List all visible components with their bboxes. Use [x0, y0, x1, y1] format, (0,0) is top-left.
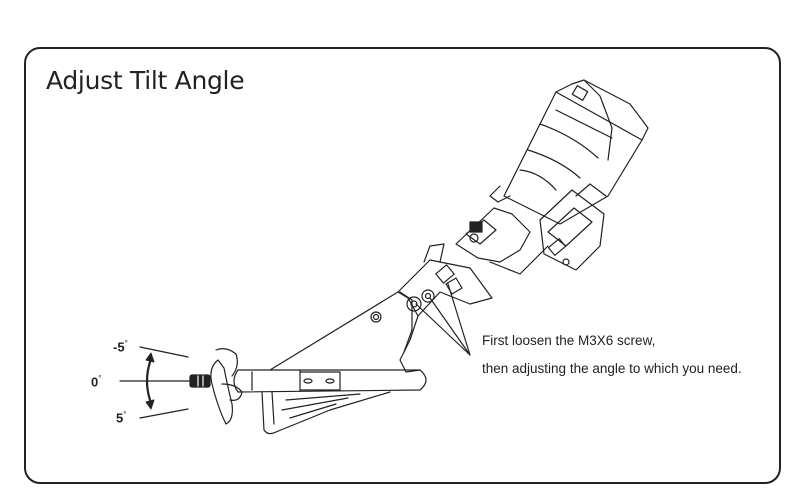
motor-mount [456, 208, 548, 274]
screw-callout-lines [416, 284, 470, 355]
instruction-line-1: First loosen the M3X6 screw, [482, 333, 656, 348]
servo-unit [540, 184, 606, 270]
m3x6-screw-icon [422, 290, 434, 302]
diagram-frame [24, 47, 781, 484]
tilt-bracket [398, 244, 492, 316]
angle-label-plus-5: 5° [116, 410, 127, 426]
propeller [190, 349, 242, 424]
angle-label-0: 0° [91, 374, 102, 390]
angle-reference-lines [120, 347, 192, 418]
strut-plate [270, 292, 420, 372]
lower-unit [234, 370, 426, 434]
instruction-line-2: then adjusting the angle to which you ne… [482, 361, 742, 376]
motor-body [490, 80, 648, 224]
diagram-title: Adjust Tilt Angle [46, 66, 245, 95]
tilt-arrow-icon [146, 353, 154, 409]
angle-label-minus-5: -5° [113, 339, 128, 355]
